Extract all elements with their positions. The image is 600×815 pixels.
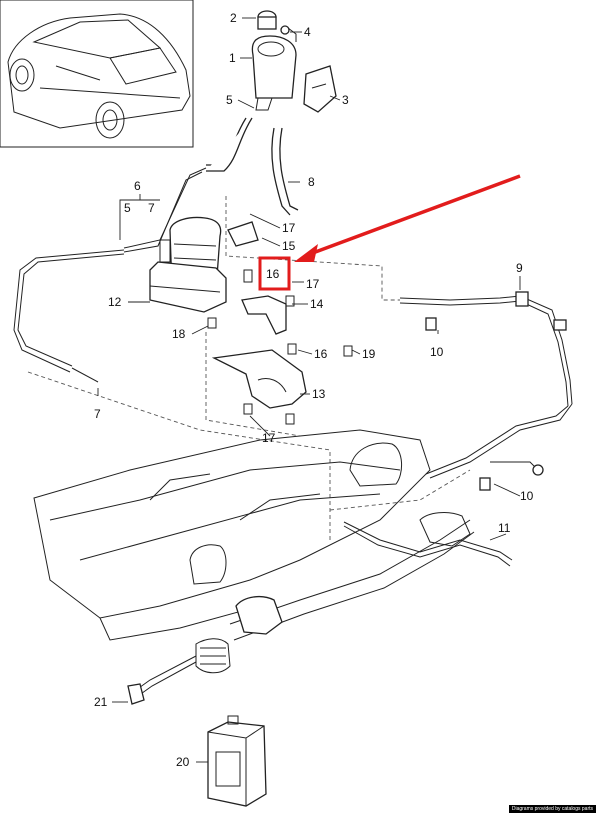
callout-6-sub-7: 7 [148, 201, 155, 215]
brackets [207, 221, 353, 425]
callout-5: 5 [226, 93, 233, 107]
leader-lines [97, 17, 521, 763]
subframe [33, 429, 431, 641]
vehicle-inset [0, 0, 194, 148]
callout-14: 14 [310, 297, 324, 311]
callout-13: 13 [312, 387, 326, 401]
callout-12: 12 [108, 295, 122, 309]
callout-7: 7 [94, 407, 101, 421]
callout-21: 21 [94, 695, 108, 709]
pump-assembly [149, 216, 227, 313]
callout-2: 2 [230, 11, 237, 25]
callout-1: 1 [229, 51, 236, 65]
callout-20: 20 [176, 755, 190, 769]
callout-16-lower: 16 [314, 347, 328, 361]
callout-17-right: 17 [306, 277, 320, 291]
callout-9: 9 [516, 261, 523, 275]
callout-11: 11 [498, 521, 511, 535]
callout-3: 3 [342, 93, 349, 107]
catalog-credit: Diagrams provided by catalogs parts [508, 805, 596, 813]
pressure-line [399, 291, 573, 491]
steering-rack [127, 461, 544, 705]
callout-17-top: 17 [282, 221, 296, 235]
callout-18: 18 [172, 327, 186, 341]
callout-6-sub-5: 5 [124, 201, 131, 215]
hoses [13, 117, 299, 383]
callout-17-bottom: 17 [262, 431, 276, 445]
oil-can [207, 715, 267, 807]
callout-16-highlighted: 16 [266, 267, 280, 281]
callout-6: 6 [134, 179, 141, 193]
callout-10-lower: 10 [520, 489, 534, 503]
callout-8: 8 [308, 175, 315, 189]
callout-19: 19 [362, 347, 376, 361]
callout-labels: 2 4 1 3 5 8 6 5 7 7 9 10 10 11 12 13 14 … [94, 11, 534, 769]
highlight-box [258, 256, 291, 291]
callout-15: 15 [282, 239, 296, 253]
callout-10-upper: 10 [430, 345, 444, 359]
red-arrow [294, 174, 521, 262]
callout-4: 4 [304, 25, 311, 39]
reservoir-assembly [251, 10, 337, 113]
